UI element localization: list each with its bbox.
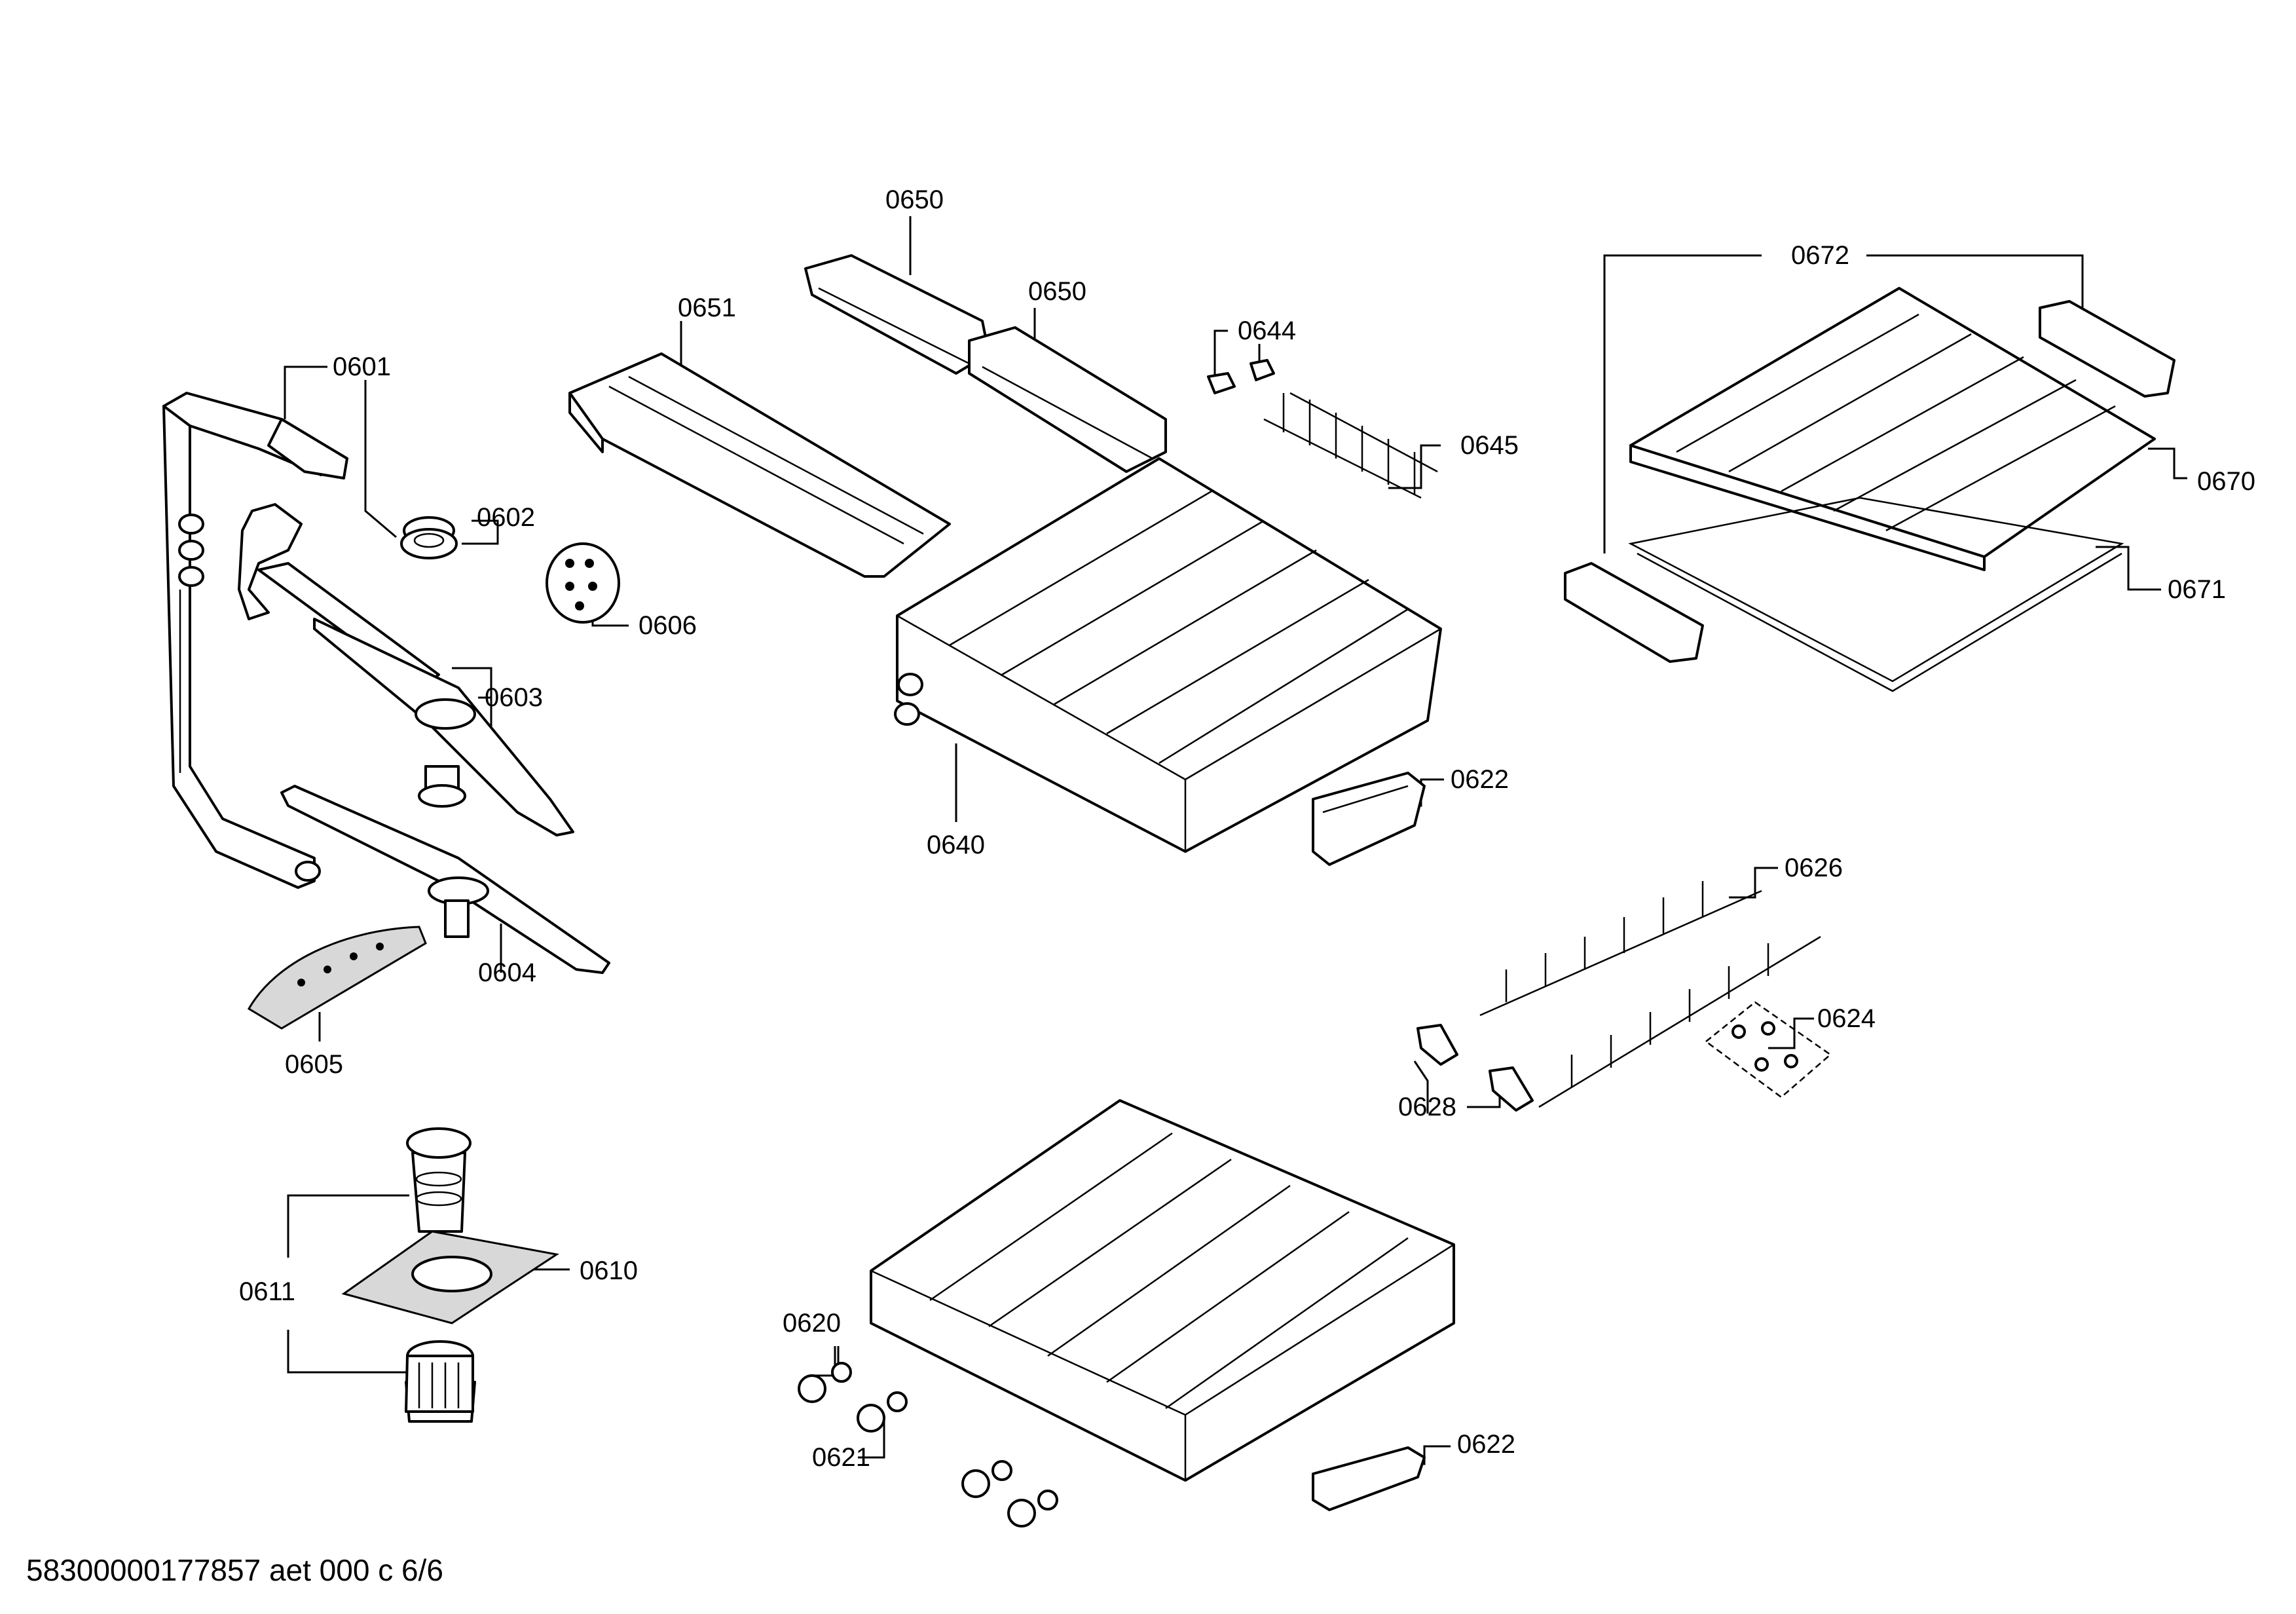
- drawer-rail-left: [1564, 562, 1704, 663]
- basket-handle-upper: [1312, 772, 1426, 866]
- label-0622-upper: 0622: [1451, 765, 1509, 794]
- label-0628: 0628: [1398, 1093, 1456, 1121]
- document-code: 58300000177857 aet 000 c 6/6: [26, 1553, 443, 1587]
- part-labels: 0601 0602 0606 0603 0604 0605 0611 0610 …: [239, 185, 2255, 1472]
- label-0601: 0601: [333, 352, 391, 381]
- lower-spray-arm: [280, 785, 610, 974]
- sump-filter-assembly: [341, 1127, 559, 1423]
- label-0605: 0605: [285, 1050, 343, 1079]
- clip-set: [1704, 1001, 1832, 1098]
- label-0602: 0602: [477, 503, 535, 532]
- label-0640: 0640: [927, 831, 985, 859]
- label-0671: 0671: [2168, 575, 2226, 604]
- spray-arm-supply-pipe: [162, 392, 348, 889]
- folding-tine-row: [1263, 392, 1438, 499]
- rack-clips: [1207, 359, 1275, 394]
- label-0651: 0651: [678, 293, 736, 322]
- upper-spray-arm: [238, 503, 574, 836]
- basket-handle-lower: [1312, 1446, 1426, 1511]
- tine-rows: [1479, 881, 1821, 1108]
- upper-basket: [894, 457, 1442, 853]
- label-0650-bottom: 0650: [1028, 277, 1086, 306]
- label-0672: 0672: [1791, 241, 1849, 270]
- label-0611: 0611: [239, 1277, 295, 1306]
- label-0606: 0606: [639, 611, 697, 640]
- label-0645: 0645: [1460, 431, 1519, 460]
- fine-filter-fan: [247, 926, 427, 1030]
- label-0626: 0626: [1785, 854, 1843, 882]
- tine-holders: [1416, 1024, 1534, 1112]
- label-0624: 0624: [1817, 1004, 1876, 1033]
- lower-basket: [870, 1099, 1455, 1482]
- drawer-rail-right: [2039, 300, 2176, 398]
- label-0610: 0610: [580, 1256, 638, 1285]
- basket-wheels: [798, 1362, 1058, 1528]
- label-0622-lower: 0622: [1457, 1430, 1515, 1459]
- label-0604: 0604: [478, 958, 536, 987]
- label-0670: 0670: [2197, 467, 2255, 496]
- drawer-frame: [1628, 497, 2124, 692]
- cutlery-tray-insert: [568, 352, 951, 578]
- label-0620: 0620: [783, 1309, 841, 1338]
- label-0650-top: 0650: [885, 185, 944, 214]
- spray-arm-nut: [400, 516, 458, 559]
- label-0603: 0603: [485, 683, 543, 712]
- label-0621: 0621: [812, 1443, 870, 1472]
- round-cover: [546, 542, 620, 624]
- label-0644: 0644: [1238, 316, 1296, 345]
- cup-rack-top: [804, 254, 990, 375]
- cup-rack-bottom: [968, 326, 1167, 473]
